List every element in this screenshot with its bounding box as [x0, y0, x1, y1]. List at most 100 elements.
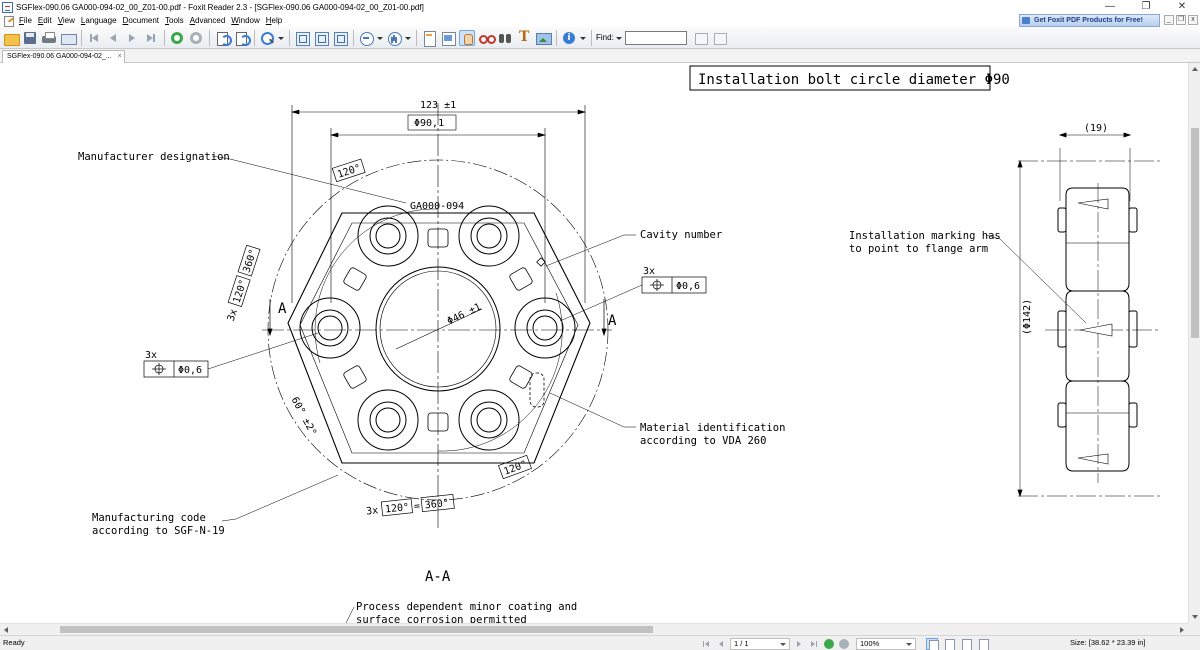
- minimize-button[interactable]: —: [1105, 1, 1115, 12]
- section-a-left-text: A: [278, 301, 287, 317]
- search-icon[interactable]: [497, 30, 513, 46]
- email-icon[interactable]: [60, 30, 77, 46]
- flange-front-view: [262, 103, 612, 528]
- find-next-icon[interactable]: [712, 30, 728, 46]
- hand-tool-icon[interactable]: [459, 29, 475, 46]
- status-go-forward-icon[interactable]: [838, 638, 850, 650]
- find-previous-icon[interactable]: [693, 30, 709, 46]
- dimension-overall: [290, 105, 587, 303]
- continuous-view-icon[interactable]: [943, 638, 955, 650]
- title-box-frame: [689, 65, 991, 91]
- horizontal-scrollbar[interactable]: [0, 623, 1188, 635]
- menu-edit[interactable]: Edit: [37, 16, 52, 25]
- zoom-out-chevron-icon[interactable]: [377, 30, 383, 46]
- open-icon[interactable]: [3, 30, 20, 46]
- callout-cavity-text: Cavity number: [640, 229, 722, 241]
- go-forward-icon[interactable]: [188, 30, 204, 46]
- find-input[interactable]: [624, 30, 687, 45]
- first-page-icon[interactable]: [86, 30, 102, 46]
- flange-side-view: [1017, 132, 1160, 498]
- doc-close-button[interactable]: x: [1188, 15, 1198, 25]
- find-options-chevron-icon[interactable]: [615, 30, 622, 46]
- callout-marking-leader: [985, 234, 1087, 324]
- menu-document[interactable]: Document: [122, 16, 159, 25]
- restore-button[interactable]: ❐: [1141, 1, 1151, 12]
- angle-60-text: 60° ±2°: [289, 395, 319, 437]
- document-view[interactable]: Installation bolt circle diameter Φ90: [0, 63, 1188, 623]
- previous-page-icon[interactable]: [105, 30, 121, 46]
- callout-marking-text-2: to point to flange arm: [849, 243, 988, 255]
- toolbar-separator: [289, 29, 290, 46]
- image-select-icon[interactable]: [535, 30, 552, 46]
- scroll-right-arrow-icon[interactable]: [1180, 627, 1184, 633]
- menu-tools[interactable]: Tools: [165, 16, 184, 25]
- last-page-icon[interactable]: [143, 30, 159, 46]
- zoom-in-icon[interactable]: [386, 30, 402, 46]
- document-tab-strip: SGFlex-090.06 GA000-094-02_... ×: [0, 49, 1200, 63]
- callout-material-leader: [549, 392, 636, 428]
- zoom-dropdown-chevron-icon[interactable]: [278, 30, 284, 46]
- scroll-down-arrow-icon[interactable]: [1192, 615, 1198, 619]
- menu-view[interactable]: View: [57, 16, 75, 25]
- status-last-page-icon[interactable]: [808, 638, 820, 650]
- menu-file[interactable]: File: [19, 16, 32, 25]
- snapshot-icon[interactable]: [440, 30, 456, 46]
- status-previous-page-icon[interactable]: [715, 638, 727, 650]
- menu-window[interactable]: Window: [231, 16, 260, 25]
- dim-overall-text: 123 ±1: [420, 100, 456, 111]
- menu-help[interactable]: Help: [265, 16, 283, 25]
- section-a-right-text: A: [608, 313, 617, 329]
- side-height-text: (Φ142): [1022, 299, 1033, 335]
- zoom-icon[interactable]: [259, 30, 275, 46]
- toolbar-separator: [254, 29, 255, 46]
- doc-minimize-button[interactable]: _: [1164, 15, 1174, 25]
- continuous-facing-view-icon[interactable]: [977, 638, 989, 650]
- zoom-level-select[interactable]: 100%: [856, 637, 916, 650]
- facing-view-icon[interactable]: [960, 638, 972, 650]
- status-go-back-icon[interactable]: [823, 638, 835, 650]
- callout-material-text-1: Material identification: [640, 422, 785, 434]
- tab-document[interactable]: SGFlex-090.06 GA000-094-02_... ×: [2, 50, 125, 63]
- horizontal-scroll-thumb[interactable]: [60, 626, 653, 633]
- next-page-icon[interactable]: [124, 30, 140, 46]
- vertical-scrollbar[interactable]: [1188, 63, 1200, 623]
- help-chevron-icon[interactable]: [580, 30, 586, 46]
- text-select-icon[interactable]: [516, 29, 532, 46]
- zoom-out-icon[interactable]: [358, 30, 374, 46]
- doc-restore-button[interactable]: ❐: [1176, 15, 1186, 25]
- single-page-view-icon[interactable]: [926, 637, 939, 650]
- rotate-right-icon[interactable]: [233, 30, 251, 46]
- tab-close-icon[interactable]: ×: [117, 53, 122, 60]
- bore-dimension-line: [395, 308, 483, 350]
- toolbar-separator: [81, 29, 82, 46]
- bookmark-icon[interactable]: [421, 30, 437, 47]
- scroll-left-arrow-icon[interactable]: [4, 627, 8, 633]
- vertical-scroll-thumb[interactable]: [1191, 128, 1199, 338]
- close-button[interactable]: ✕: [1177, 1, 1187, 12]
- fit-width-icon[interactable]: [332, 30, 348, 46]
- document-menu-icon[interactable]: [3, 15, 15, 27]
- page-number-field[interactable]: 1 / 1: [730, 637, 790, 650]
- print-icon[interactable]: [41, 30, 57, 46]
- rotate-left-icon[interactable]: [214, 30, 232, 46]
- save-icon[interactable]: [22, 30, 38, 46]
- promo-button[interactable]: Get Foxit PDF Products for Free!: [1019, 14, 1160, 27]
- angle-bottom-group: 3x 120° = 360°: [366, 494, 455, 518]
- callout-process-text-1: Process dependent minor coating and: [356, 601, 577, 613]
- menu-advanced[interactable]: Advanced: [189, 16, 226, 25]
- menu-bar: File Edit View Language Document Tools A…: [0, 14, 1200, 27]
- reading-mode-icon[interactable]: [478, 30, 496, 46]
- angle-left-3x-text: 3x: [226, 308, 240, 323]
- menu-language[interactable]: Language: [80, 16, 117, 25]
- actual-size-icon[interactable]: [294, 30, 310, 46]
- scroll-up-arrow-icon[interactable]: [1192, 67, 1198, 71]
- fit-page-icon[interactable]: [313, 30, 329, 46]
- go-back-icon[interactable]: [169, 30, 185, 46]
- status-first-page-icon[interactable]: [700, 638, 712, 650]
- help-icon[interactable]: [561, 30, 577, 46]
- zoom-in-chevron-icon[interactable]: [405, 30, 411, 46]
- status-navigation: 1 / 1 100%: [700, 637, 994, 650]
- status-next-page-icon[interactable]: [793, 638, 805, 650]
- angle-bottom-right-box: 120°: [498, 454, 532, 480]
- callout-manufacturer-text: Manufacturer designation: [78, 151, 230, 163]
